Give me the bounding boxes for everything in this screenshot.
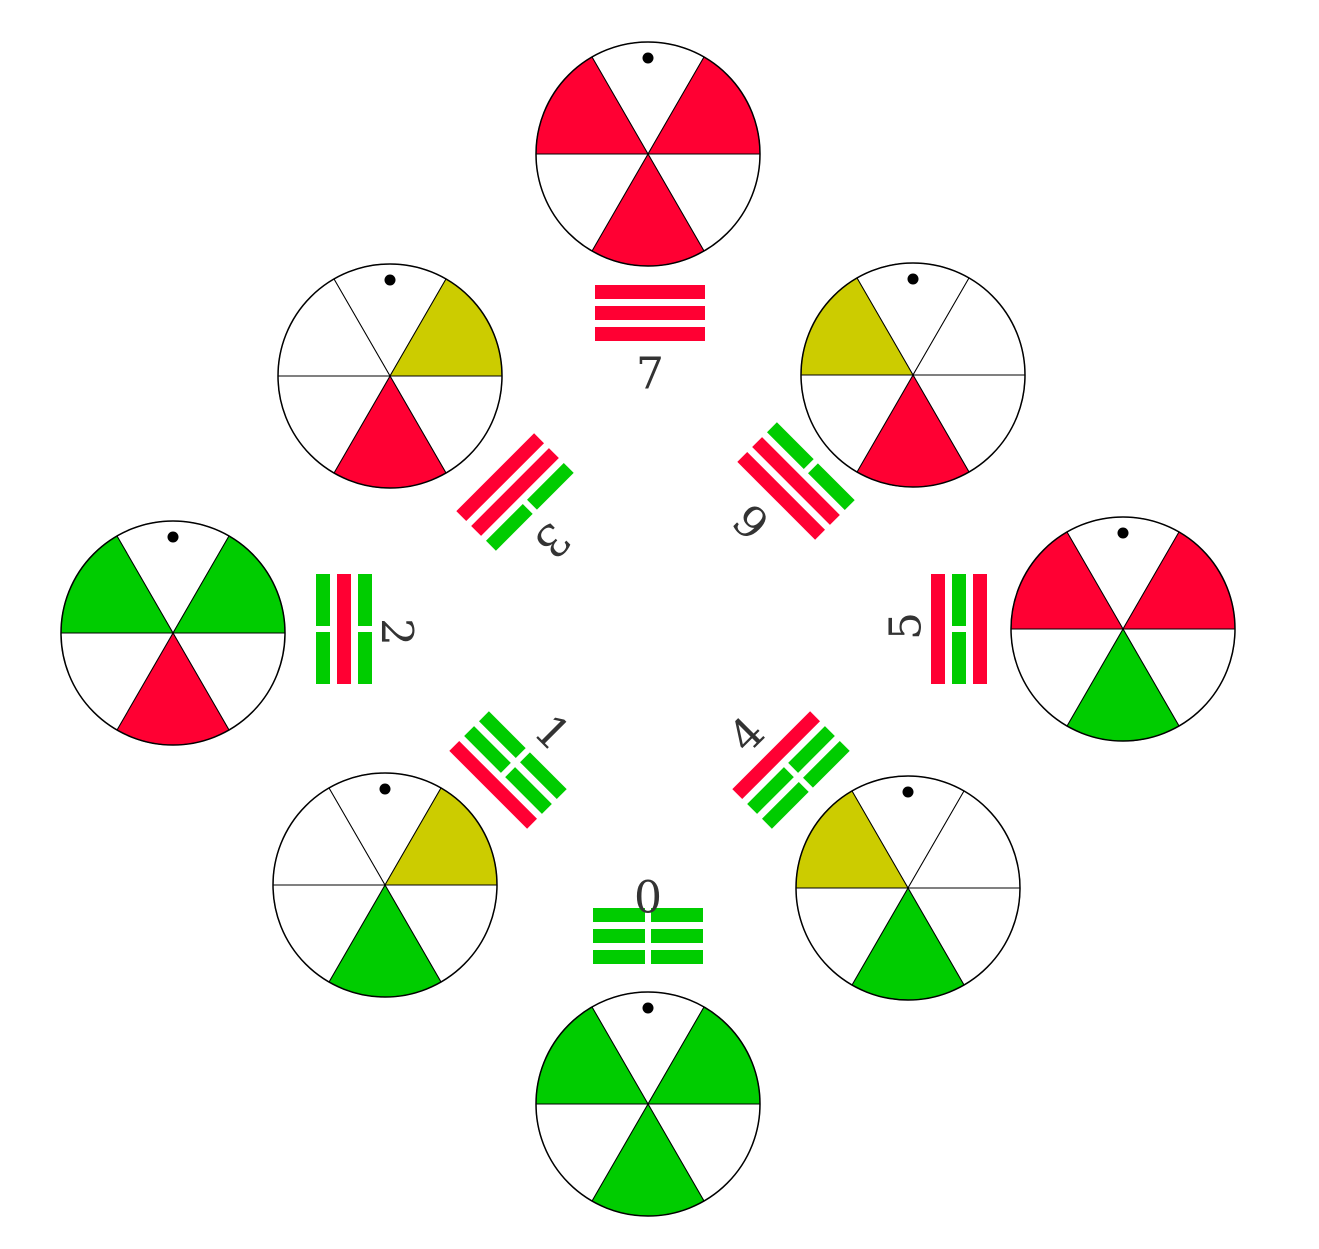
wheel-4-rim (795, 775, 1021, 1001)
trigram-2-line-1-solid (337, 574, 351, 684)
trigram-7 (595, 285, 705, 341)
trigram-4 (732, 711, 850, 829)
wheel-6-dot (907, 273, 919, 285)
wheel-7 (535, 41, 761, 267)
trigram-4-line-0-solid (732, 711, 820, 799)
trigram-3-line-0-left (527, 463, 574, 510)
trigram-0-line-2-left (593, 950, 645, 964)
wheel-2-rim (60, 520, 286, 746)
wheel-5-rim (1010, 516, 1236, 742)
label-6: 6 (724, 493, 780, 549)
trigrams-layer (316, 285, 987, 964)
trigram-6-line-0-solid (737, 452, 825, 540)
trigram-3-line-1-solid (471, 448, 559, 536)
trigram-5-line-2-solid (973, 574, 987, 684)
wheel-0 (535, 991, 761, 1217)
trigram-4-line-2-left (762, 782, 809, 829)
label-7: 7 (636, 349, 664, 400)
trigram-0 (593, 908, 703, 964)
wheel-1 (272, 772, 498, 998)
wheel-3-rim (277, 263, 503, 489)
trigram-1-line-0-right (520, 752, 567, 799)
wheels-layer (60, 41, 1236, 1217)
trigram-2-line-2-right (316, 632, 330, 684)
trigram-7-line-1-solid (595, 306, 705, 320)
trigram-0-line-0-left (593, 908, 645, 922)
trigram-6-line-2-left (808, 463, 855, 510)
trigram-5 (931, 574, 987, 684)
label-0: 0 (634, 873, 662, 924)
trigram-7-line-0-solid (595, 327, 705, 341)
wheel-4-dot (902, 786, 914, 798)
label-4: 4 (719, 707, 775, 763)
trigram-2-line-2-left (316, 574, 330, 626)
trigram-1 (449, 711, 567, 829)
trigram-2-line-0-left (358, 574, 372, 626)
trigram-4-line-1-left (747, 767, 794, 814)
label-3: 3 (524, 512, 580, 568)
trigram-1-line-2-solid (449, 741, 537, 829)
label-1: 1 (524, 705, 580, 761)
wheel-7-rim (535, 41, 761, 267)
wheel-2-dot (167, 531, 179, 543)
wheel-3 (277, 263, 503, 489)
trigram-4-line-1-right (788, 726, 835, 773)
trigram-5-line-0-solid (931, 574, 945, 684)
trigram-0-line-2-right (651, 950, 703, 964)
trigram-6 (737, 422, 855, 540)
trigram-0-line-1-right (651, 929, 703, 943)
trigram-3-line-2-solid (456, 433, 544, 521)
wheel-0-dot (642, 1002, 654, 1014)
label-2: 2 (371, 618, 422, 646)
wheel-0-rim (535, 991, 761, 1217)
trigram-1-line-1-left (464, 726, 511, 773)
trigram-7-line-2-solid (595, 285, 705, 299)
trigram-3 (456, 433, 574, 551)
wheel-3-dot (384, 274, 396, 286)
wheel-4 (795, 775, 1021, 1001)
trigram-0-line-0-right (651, 908, 703, 922)
trigram-6-line-1-solid (752, 437, 840, 525)
trigram-3-line-0-right (486, 504, 533, 551)
trigram-1-line-1-right (505, 767, 552, 814)
wheel-6 (800, 262, 1026, 488)
label-5: 5 (881, 612, 932, 640)
trigram-6-line-2-right (767, 422, 814, 469)
trigram-1-line-0-left (479, 711, 526, 758)
wheel-5 (1010, 516, 1236, 742)
trigram-0-line-1-left (593, 929, 645, 943)
trigram-2-line-0-right (358, 632, 372, 684)
wheel-1-rim (272, 772, 498, 998)
trigram-2 (316, 574, 372, 684)
trigram-5-line-1-left (952, 632, 966, 684)
wheel-5-dot (1117, 527, 1129, 539)
wheel-7-dot (642, 52, 654, 64)
wheel-1-dot (379, 783, 391, 795)
wheel-2 (60, 520, 286, 746)
trigram-4-line-2-right (803, 741, 850, 788)
trigram-5-line-1-right (952, 574, 966, 626)
wheel-6-rim (800, 262, 1026, 488)
